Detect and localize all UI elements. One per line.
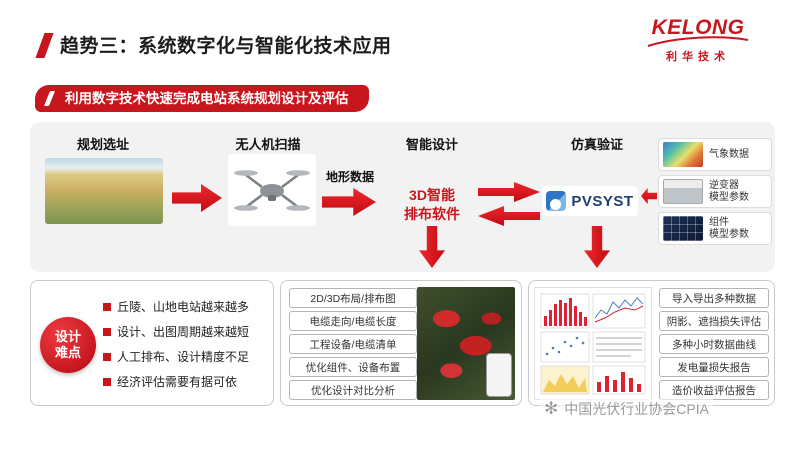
arrow-simulation-to-design	[478, 206, 540, 226]
drone-image-box	[228, 154, 316, 226]
arrow-design-to-simulation	[478, 182, 540, 202]
list-item: 造价收益评估报告	[659, 380, 769, 400]
list-item: 电缆走向/电缆长度	[289, 311, 417, 331]
bullet-icon	[103, 302, 111, 311]
design-output-panel: 2D/3D布局/排布图 电缆走向/电缆长度 工程设备/电缆清单 优化组件、设备布…	[280, 280, 522, 406]
logo-swoosh-icon	[647, 36, 749, 47]
layout-map-image	[417, 287, 515, 400]
arrow-simulation-down	[584, 226, 610, 268]
pv-module-thumbnail	[663, 216, 703, 241]
weather-map-thumbnail	[663, 142, 703, 167]
page-title: 趋势三：系统数字化与智能化技术应用	[60, 36, 392, 57]
difficulty-list: 丘陵、山地电站越来越多 设计、出图周期越来越短 人工排布、设计精度不足 经济评估…	[103, 294, 249, 394]
watermark-text: 中国光伏行业协会CPIA	[564, 401, 709, 417]
bullet-icon	[103, 352, 111, 361]
difficulty-item-text: 人工排布、设计精度不足	[117, 350, 250, 364]
design-difficulty-badge: 设计 难点	[40, 317, 96, 373]
cpia-logo-icon: ✻	[544, 399, 559, 418]
list-item: 优化设计对比分析	[289, 380, 417, 400]
arrow-site-to-drone	[172, 184, 222, 212]
design-difficulty-panel: 设计 难点 丘陵、山地电站越来越多 设计、出图周期越来越短 人工排布、设计精度不…	[30, 280, 274, 406]
difficulty-item-text: 丘陵、山地电站越来越多	[117, 300, 250, 314]
difficulty-item-text: 设计、出图周期越来越短	[117, 325, 250, 339]
pvsyst-icon	[546, 191, 567, 211]
list-item: 多种小时数据曲线	[659, 334, 769, 354]
list-item: 2D/3D布局/排布图	[289, 288, 417, 308]
input-module-model: 组件 模型参数	[658, 212, 772, 245]
arrow-design-down	[419, 226, 445, 268]
logo-brand-text: KELONG	[651, 16, 745, 39]
difficulty-item-text: 经济评估需要有据可依	[117, 375, 238, 389]
charts-collage-image	[540, 293, 646, 395]
list-item: 导入导出多种数据	[659, 288, 769, 308]
stage-label-site-selection: 规划选址	[76, 137, 130, 152]
input-weather-data: 气象数据	[658, 138, 772, 171]
subtitle-banner-text: 利用数字技术快速完成电站系统规划设计及评估	[65, 91, 349, 106]
site-landscape-image	[45, 158, 163, 224]
arrow-inputs-to-pvsyst	[641, 188, 657, 204]
input-inverter-model: 逆变器 模型参数	[658, 175, 772, 208]
list-item: 设计、出图周期越来越短	[103, 319, 249, 344]
inverter-thumbnail	[663, 179, 703, 204]
drone-icon	[234, 170, 310, 211]
weather-data-label: 气象数据	[709, 148, 749, 160]
design-output-list: 2D/3D布局/排布图 电缆走向/电缆长度 工程设备/电缆清单 优化组件、设备布…	[289, 288, 417, 403]
stage-label-intelligent-design: 智能设计	[405, 137, 459, 152]
pvsyst-logo-text: PVSYST	[571, 192, 634, 210]
bullet-icon	[103, 377, 111, 386]
subtitle-banner: 利用数字技术快速完成电站系统规划设计及评估	[35, 85, 369, 112]
simulation-output-panel: 导入导出多种数据 阴影、遮挡损失评估 多种小时数据曲线 发电量损失报告 造价收益…	[528, 280, 775, 406]
simulation-charts-thumbnail	[534, 287, 652, 400]
kelong-logo: KELONG 利华技术	[642, 16, 754, 64]
list-item: 人工排布、设计精度不足	[103, 344, 249, 369]
logo-sub-text: 利华技术	[666, 51, 730, 63]
stage-label-drone-scan: 无人机扫描	[235, 137, 301, 152]
list-item: 优化组件、设备布置	[289, 357, 417, 377]
list-item: 发电量损失报告	[659, 357, 769, 377]
3d-layout-software-label: 3D智能 排布软件	[404, 187, 460, 222]
list-item: 经济评估需要有据可依	[103, 369, 249, 394]
module-model-label: 组件 模型参数	[709, 216, 749, 240]
flow-panel: 规划选址 无人机扫描 智能设计 仿真验证 地形数据 3D智能 排布软件	[30, 122, 775, 272]
list-item: 阴影、遮挡损失评估	[659, 311, 769, 331]
cpia-watermark: ✻ 中国光伏行业协会CPIA	[540, 399, 713, 419]
list-item: 工程设备/电缆清单	[289, 334, 417, 354]
stage-label-simulation: 仿真验证	[570, 137, 624, 152]
arrow-drone-to-design	[322, 188, 376, 216]
list-item: 丘陵、山地电站越来越多	[103, 294, 249, 319]
terrain-data-label: 地形数据	[326, 170, 375, 184]
inverter-model-label: 逆变器 模型参数	[709, 179, 749, 203]
pvsyst-logo: PVSYST	[542, 186, 638, 216]
bullet-icon	[103, 327, 111, 336]
simulation-output-list: 导入导出多种数据 阴影、遮挡损失评估 多种小时数据曲线 发电量损失报告 造价收益…	[659, 288, 769, 403]
title-slash-decoration	[35, 33, 54, 58]
